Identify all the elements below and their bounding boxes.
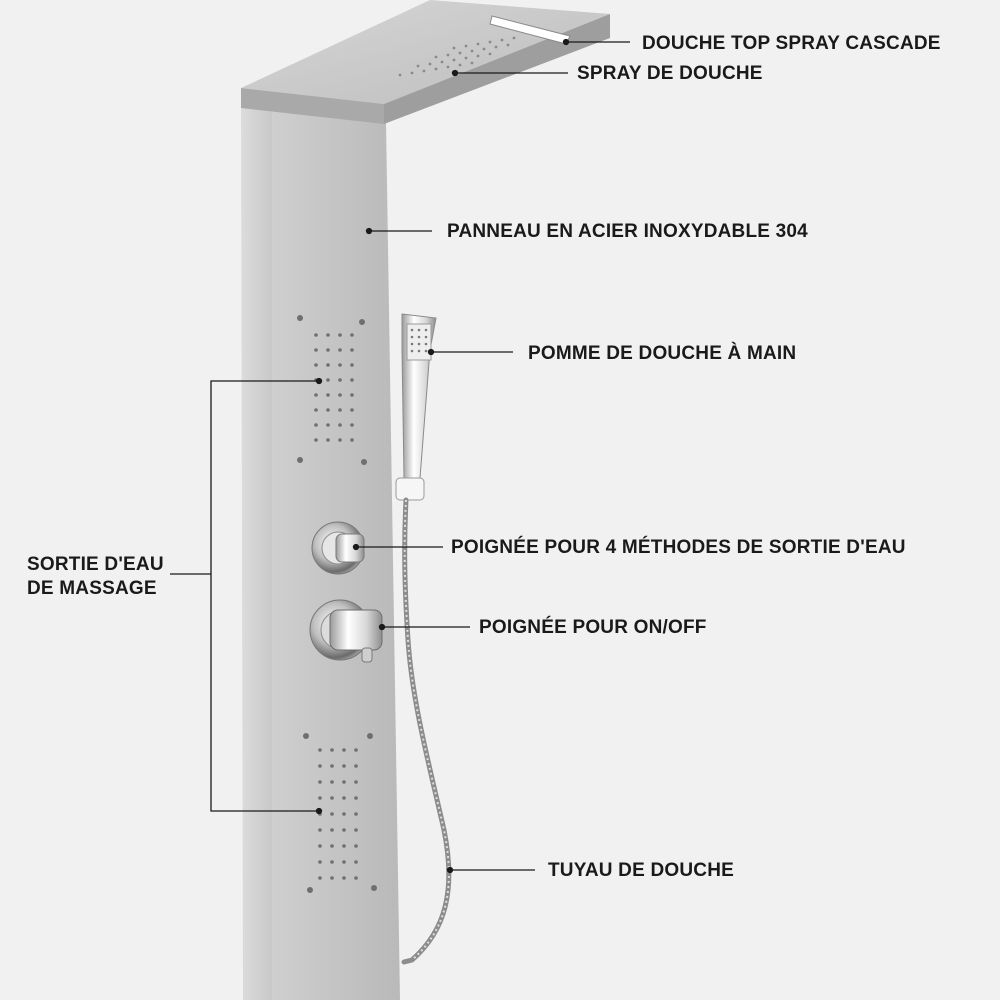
label-handheld-head: POMME DE DOUCHE À MAIN <box>528 343 797 364</box>
shower-hose <box>401 497 452 965</box>
label-selector-handle: POIGNÉE POUR 4 MÉTHODES DE SORTIE D'EAU <box>451 537 906 558</box>
massage-bracket <box>170 377 323 815</box>
label-massage-outlets: SORTIE D'EAU DE MASSAGE <box>27 553 164 601</box>
label-hose: TUYAU DE DOUCHE <box>548 860 734 881</box>
label-massage-line2: DE MASSAGE <box>27 577 157 599</box>
leader-lines <box>352 38 630 874</box>
diverter-knob <box>311 521 365 575</box>
upper-massage-jets <box>297 315 367 465</box>
label-onoff-handle: POIGNÉE POUR ON/OFF <box>479 617 707 638</box>
lower-massage-jets <box>303 733 377 893</box>
rain-spray-nozzles <box>398 36 516 77</box>
label-rain-spray: SPRAY DE DOUCHE <box>577 63 763 84</box>
label-steel-panel: PANNEAU EN ACIER INOXYDABLE 304 <box>447 221 808 242</box>
rain-shower-head <box>241 0 610 124</box>
panel-side-face <box>241 100 272 1000</box>
label-top-spray-cascade: DOUCHE TOP SPRAY CASCADE <box>642 33 941 54</box>
label-massage-line1: SORTIE D'EAU <box>27 554 164 575</box>
onoff-knob <box>309 599 383 663</box>
hand-shower <box>395 313 437 501</box>
